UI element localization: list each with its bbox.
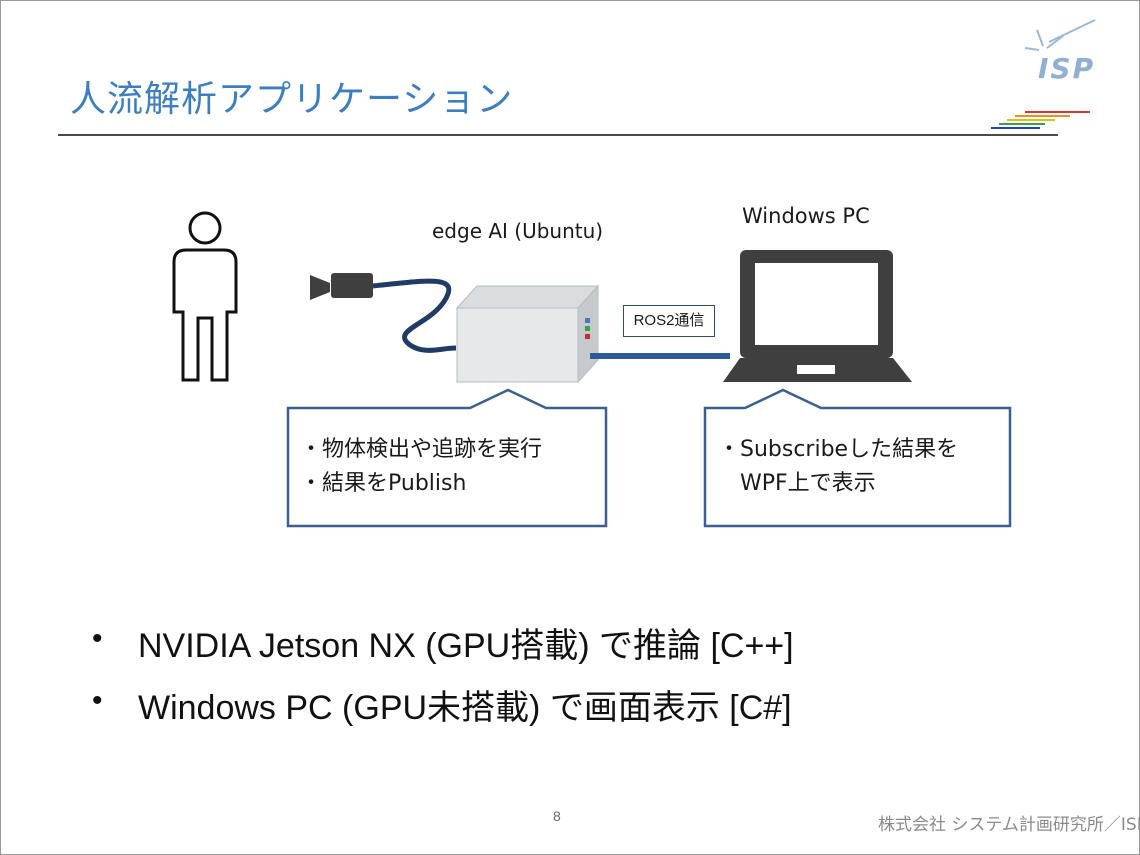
windows-pc-label: Windows PC: [742, 204, 870, 228]
title-divider: [58, 134, 1058, 136]
camera-icon: [310, 273, 373, 300]
pc-callout-line: ・Subscribeした結果を: [718, 437, 959, 462]
edge-device-icon: [455, 284, 600, 384]
edge-callout-text: ・物体検出や追跡を実行 ・結果をPublish: [300, 433, 542, 501]
edge-device-label: edge AI (Ubuntu): [432, 219, 604, 243]
page-number: 8: [553, 808, 561, 824]
bullet-dot-icon: •: [92, 622, 103, 655]
laptop-icon: [723, 250, 912, 382]
edge-callout-line: ・物体検出や追跡を実行: [300, 437, 543, 462]
bullet-text: NVIDIA Jetson NX (GPU搭載) で推論 [C++]: [138, 627, 794, 665]
logo-rays: [1024, 19, 1096, 51]
footer-company: 株式会社 システム計画研究所／ISP: [878, 815, 1140, 835]
person-icon: [172, 211, 238, 382]
logo-stripes: [991, 111, 1090, 129]
pc-callout-box: [703, 388, 1012, 528]
bullet-text: Windows PC (GPU未搭載) で画面表示 [C#]: [138, 689, 792, 727]
edge-callout-box: [286, 388, 608, 528]
pc-callout-text: ・Subscribeした結果を WPF上で表示: [718, 433, 958, 501]
bullet-dot-icon: •: [92, 684, 103, 717]
slide-title: 人流解析アプリケーション: [70, 79, 514, 120]
isp-logo: [991, 19, 1096, 129]
pc-callout-line: WPF上で表示: [718, 471, 876, 496]
camera-cable: [372, 278, 457, 353]
ros2-link-label: ROS2通信: [623, 305, 715, 337]
logo-text: ISP: [1038, 52, 1096, 85]
edge-callout-line: ・結果をPublish: [300, 471, 467, 496]
